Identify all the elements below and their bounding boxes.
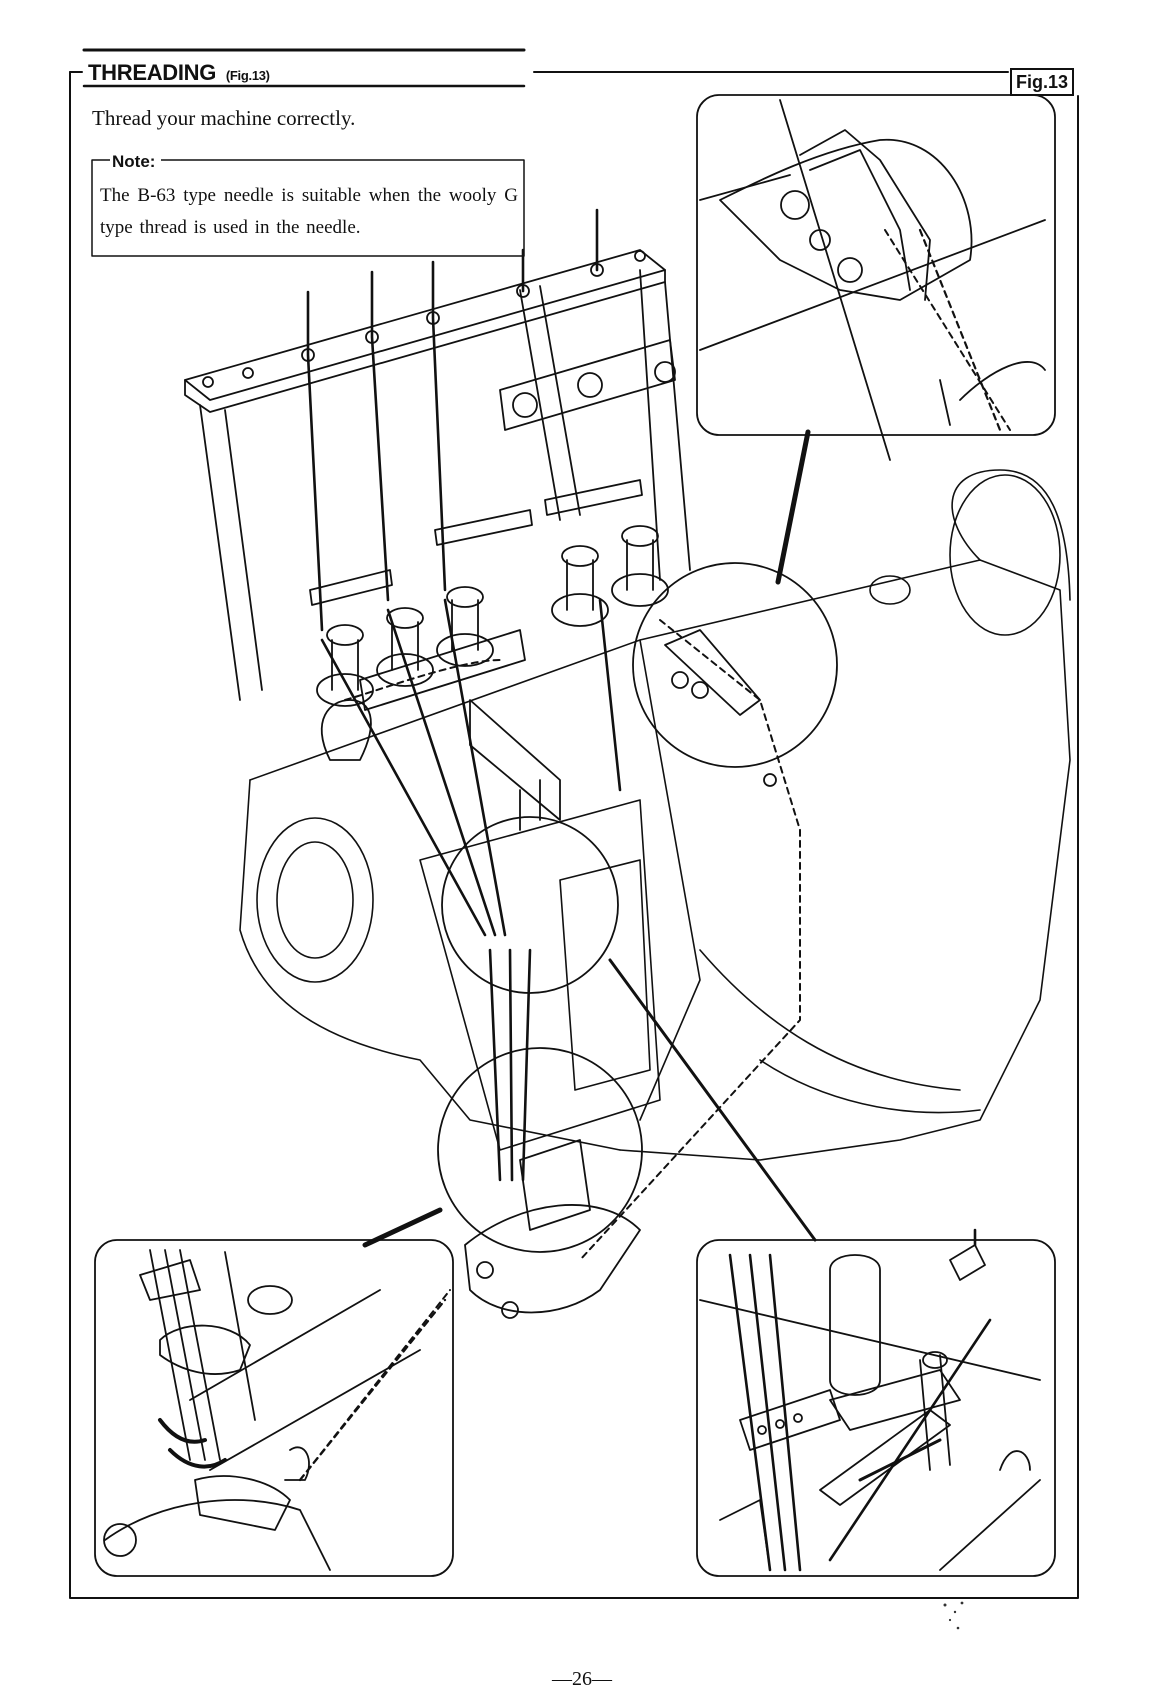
page-number: —26— (0, 1668, 1164, 1691)
dashed-thread-path (300, 230, 1010, 1480)
magnification-callouts (365, 432, 837, 1252)
thread-lines (308, 210, 620, 1180)
note-text: The B-63 type needle is suitable when th… (100, 180, 518, 244)
inset-bottom-right (697, 1230, 1055, 1576)
figure-reference: (Fig.13) (226, 68, 270, 83)
machine-body (240, 470, 1070, 1160)
thread-stand (185, 250, 690, 700)
inset-bottom-left-thread (300, 1300, 445, 1480)
inset-bottom-left (95, 1240, 453, 1576)
inset-top-right (697, 95, 1055, 460)
figure-label: Fig.13 (1010, 68, 1074, 96)
section-title: THREADING (Fig.13) (88, 60, 270, 86)
needle-area (465, 700, 640, 1318)
note-label: Note: (110, 152, 161, 172)
scan-specks (944, 1602, 964, 1630)
intro-text: Thread your machine correctly. (92, 106, 355, 131)
section-title-text: THREADING (88, 60, 216, 85)
